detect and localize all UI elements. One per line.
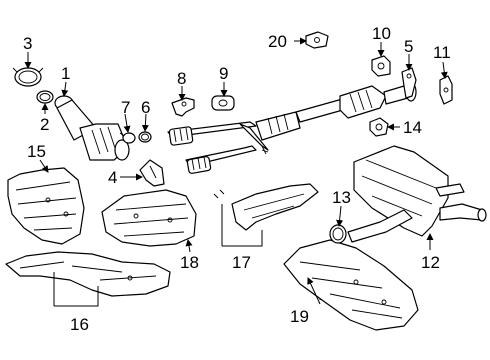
sensor-part (305, 31, 329, 49)
callout-13: 13 (332, 188, 351, 207)
callout-11: 11 (433, 43, 451, 62)
callout-10: 10 (372, 24, 391, 43)
gasket-part (36, 90, 54, 104)
tunnel-heat-shield-part (213, 183, 319, 231)
callout-2: 2 (40, 115, 49, 134)
rear-clamp-part (329, 224, 347, 244)
callout-6: 6 (141, 98, 150, 117)
callout-15: 15 (27, 142, 46, 161)
insulator-part (369, 117, 389, 137)
center-pipe-part (167, 82, 417, 174)
rear-muffler-part (347, 145, 487, 243)
hanger-rod-part (401, 67, 417, 99)
front-heat-shield-part (7, 167, 85, 245)
leader-lines (24, 37, 448, 307)
callout-16: 16 (70, 315, 89, 334)
callout-3: 3 (23, 34, 32, 53)
callout-7: 7 (121, 98, 130, 117)
gasket-small-part (138, 131, 152, 143)
callout-5: 5 (404, 37, 413, 56)
center-heat-shield-part (101, 189, 197, 247)
callout-12: 12 (421, 253, 440, 272)
rear-heat-shield-part (283, 239, 419, 331)
rear-hanger-part (439, 75, 453, 105)
callout-8: 8 (177, 69, 186, 88)
callout-1: 1 (61, 64, 70, 83)
callout-9: 9 (219, 64, 228, 83)
callout-17: 17 (232, 253, 251, 272)
callout-20: 20 (268, 32, 287, 51)
rubber-hanger-part (211, 95, 235, 111)
rubber-mount-part (371, 55, 391, 77)
clamp-small-part (119, 132, 136, 144)
hanger-bracket-part (171, 97, 195, 117)
callout-labels: 3 1 2 7 6 8 9 20 10 5 11 14 4 15 13 12 1… (23, 24, 451, 334)
callout-19: 19 (290, 307, 309, 326)
callout-14: 14 (403, 118, 422, 137)
heat-shield-bracket-part (139, 159, 165, 187)
callout-4: 4 (108, 168, 117, 187)
front-catalytic-converter-part (54, 95, 130, 161)
callout-18: 18 (180, 253, 199, 272)
clamp-ring-part (12, 67, 44, 87)
floor-heat-shield-part (5, 251, 171, 297)
